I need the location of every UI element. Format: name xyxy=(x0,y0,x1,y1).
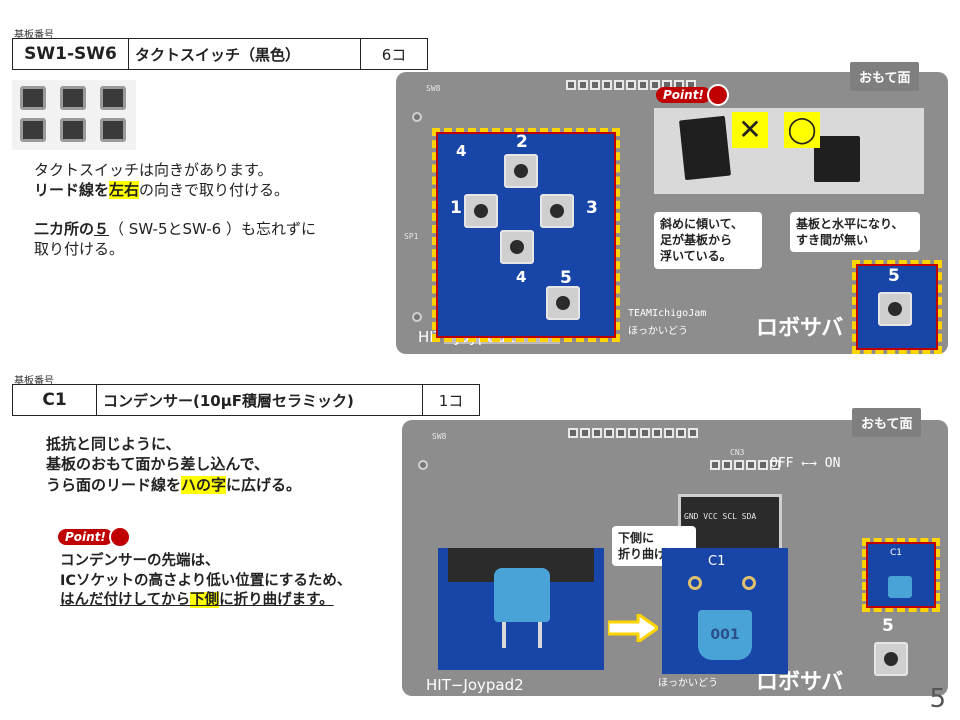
spec-table-c1: C1 コンデンサー(10μF積層セラミック) 1コ xyxy=(12,384,480,416)
silk-logo: ロボサバ xyxy=(756,316,844,341)
silk-c1: C1 xyxy=(890,548,903,558)
c1-description: 抵抗と同じように、 基板のおもて面から差し込んで、 うら面のリード線をハの字に広… xyxy=(46,435,302,494)
silk-off-on: OFF ←→ ON xyxy=(770,456,841,471)
arrow-right-icon xyxy=(606,611,661,645)
desc-line: 取り付ける。 xyxy=(34,239,125,258)
silk-logo: ロボサバ xyxy=(756,670,844,695)
sw-number: 5 xyxy=(560,268,572,288)
highlight-switch-area xyxy=(432,128,620,342)
silk-cn3: CN3 xyxy=(730,448,745,457)
capacitor-bent-photo: C1 001 xyxy=(662,548,788,674)
point-description: コンデンサーの先端は、 ICソケットの高さより低い位置にするため、 はんだ付けし… xyxy=(60,553,352,609)
c1-inset: C1 xyxy=(866,542,936,608)
silk-c1: C1 xyxy=(708,554,726,569)
spec-table-sw: SW1-SW6 タクトスイッチ（黒色） 6コ xyxy=(12,38,428,70)
good-mark: ◯ xyxy=(784,112,820,148)
sw-number: 4 xyxy=(516,268,527,286)
desc-line: リード線を左右の向きで取り付ける。 xyxy=(34,181,290,200)
sw-description: タクトスイッチは向きがあります。 リード線を左右の向きで取り付ける。 二カ所の５… xyxy=(34,160,394,259)
point-badge: Point! xyxy=(656,84,729,106)
part-code: C1 xyxy=(13,385,97,415)
highlight-c1 xyxy=(862,538,940,612)
sw-number: 4 xyxy=(456,142,467,160)
note-bad: 斜めに傾いて、 足が基板から 浮いている。 xyxy=(654,212,762,269)
board-number-label: 基板番号 xyxy=(14,376,54,387)
sw-number: 3 xyxy=(586,198,598,218)
board-number-label: 基板番号 xyxy=(14,30,54,41)
silk-gnd: GND VCC SCL SDA xyxy=(684,512,757,521)
desc-line: タクトスイッチは向きがあります。 xyxy=(34,161,273,179)
silk-board-name: HIT−Joypad2 xyxy=(426,676,524,694)
capacitor-side-photo xyxy=(438,548,604,670)
part-qty: 1コ xyxy=(438,391,464,410)
capacitor-body xyxy=(494,568,550,622)
front-side-tag: おもて面 xyxy=(850,62,920,91)
silk-hokkaido: ほっかいどう xyxy=(628,326,688,337)
part-qty: 6コ xyxy=(381,45,407,64)
hand-icon xyxy=(706,84,729,106)
point-badge: Point! xyxy=(58,526,131,548)
sw-number: 1 xyxy=(450,198,462,218)
page-number: 5 xyxy=(929,684,946,714)
sw-number: 5 xyxy=(888,266,900,286)
note-good: 基板と水平になり、 すき間が無い xyxy=(790,212,920,253)
switch-area-pcb: 2 1 3 4 5 4 xyxy=(436,132,616,338)
part-name: タクトスイッチ（黒色） xyxy=(129,39,361,69)
silk-hokkaido: ほっかいどう xyxy=(658,678,718,689)
capacitor-body: 001 xyxy=(698,610,752,660)
highlight-sw5 xyxy=(852,260,942,354)
sw-number: 5 xyxy=(882,616,894,636)
front-side-tag: おもて面 xyxy=(852,408,922,437)
sw5-inset: 5 xyxy=(856,264,938,350)
sw-number: 2 xyxy=(516,132,528,152)
bad-mark: ✕ xyxy=(732,112,768,148)
comparison-photo: ✕ ◯ xyxy=(654,108,924,194)
silk-team: TEAMIchigoJam xyxy=(628,308,707,319)
part-code: SW1-SW6 xyxy=(13,39,129,69)
part-name: コンデンサー(10μF積層セラミック) xyxy=(97,385,423,415)
hand-icon xyxy=(108,526,131,548)
tact-switch-photo xyxy=(12,80,136,150)
desc-line: 二カ所の５（ SW-5とSW-6 ）も忘れずに xyxy=(34,219,316,238)
